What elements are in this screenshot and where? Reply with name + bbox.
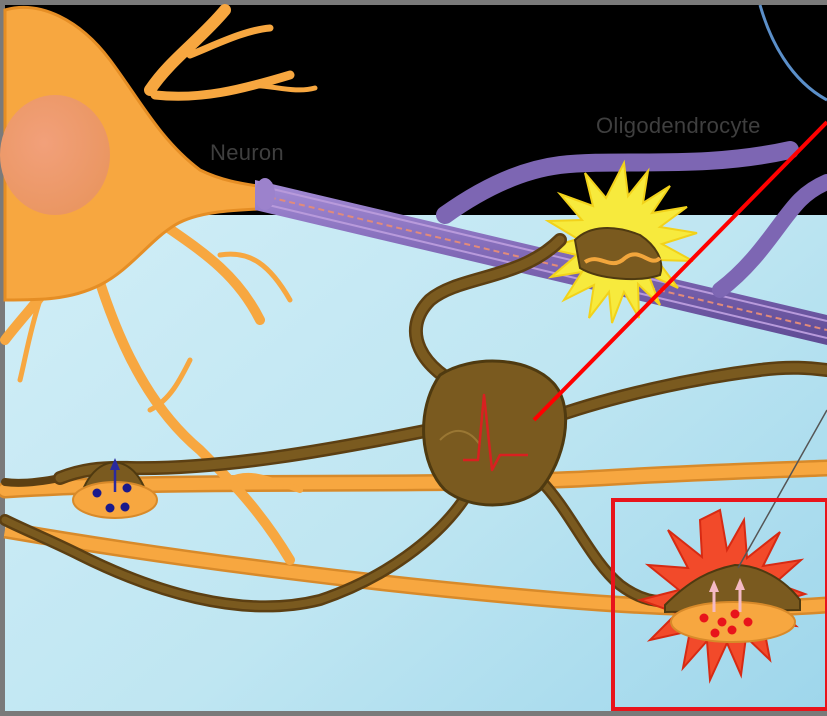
oligodendrocyte-label: Oligodendrocyte — [596, 113, 761, 139]
neuron-nucleus — [0, 95, 110, 215]
neuron-label: Neuron — [210, 140, 284, 166]
astrocyte-cell-body — [424, 361, 566, 505]
